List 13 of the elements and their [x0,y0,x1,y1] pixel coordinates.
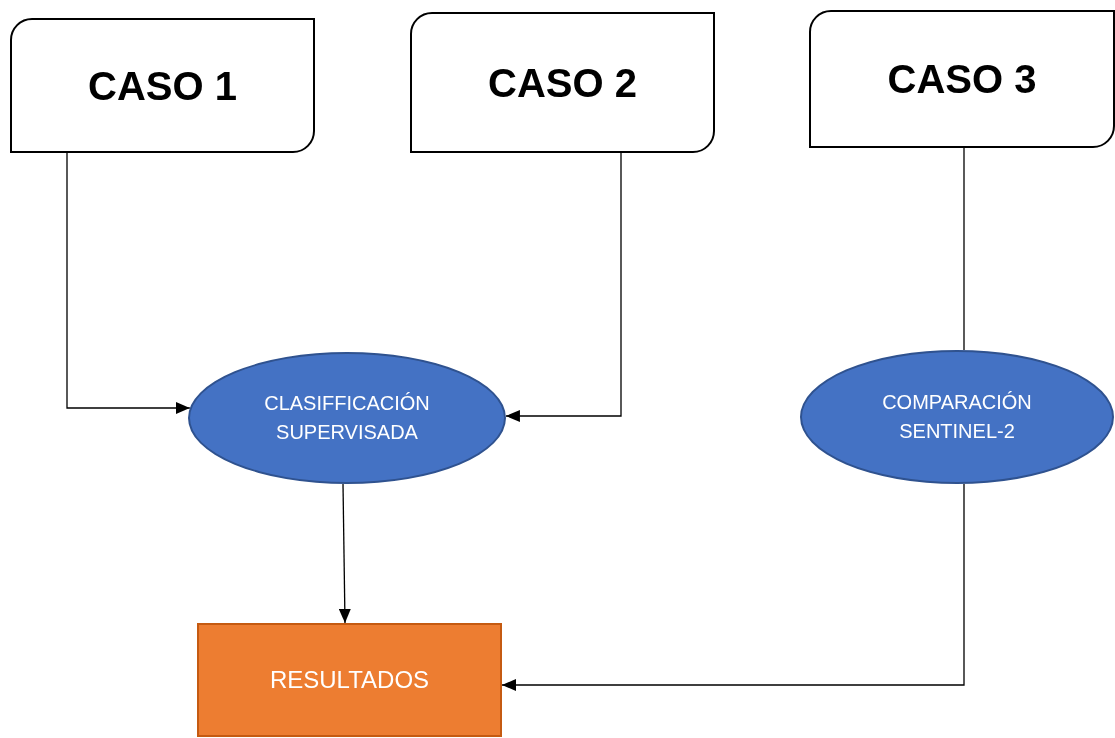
process-label: CLASIFFICACIÓN SUPERVISADA [263,391,431,445]
result-label: RESULTADOS [269,665,430,695]
case-title: CASO 3 [887,56,1037,103]
case-box [410,12,715,153]
case-title: CASO 2 [488,59,637,107]
connector-arrow [505,152,622,422]
case-box [809,10,1115,148]
process-label: COMPARACIÓN SENTINEL-2 [881,390,1033,444]
case-box [10,18,315,153]
case-title: CASO 1 [88,62,237,110]
result-box [197,623,502,737]
connector-arrow [338,483,351,624]
connector-arrow [501,483,965,691]
